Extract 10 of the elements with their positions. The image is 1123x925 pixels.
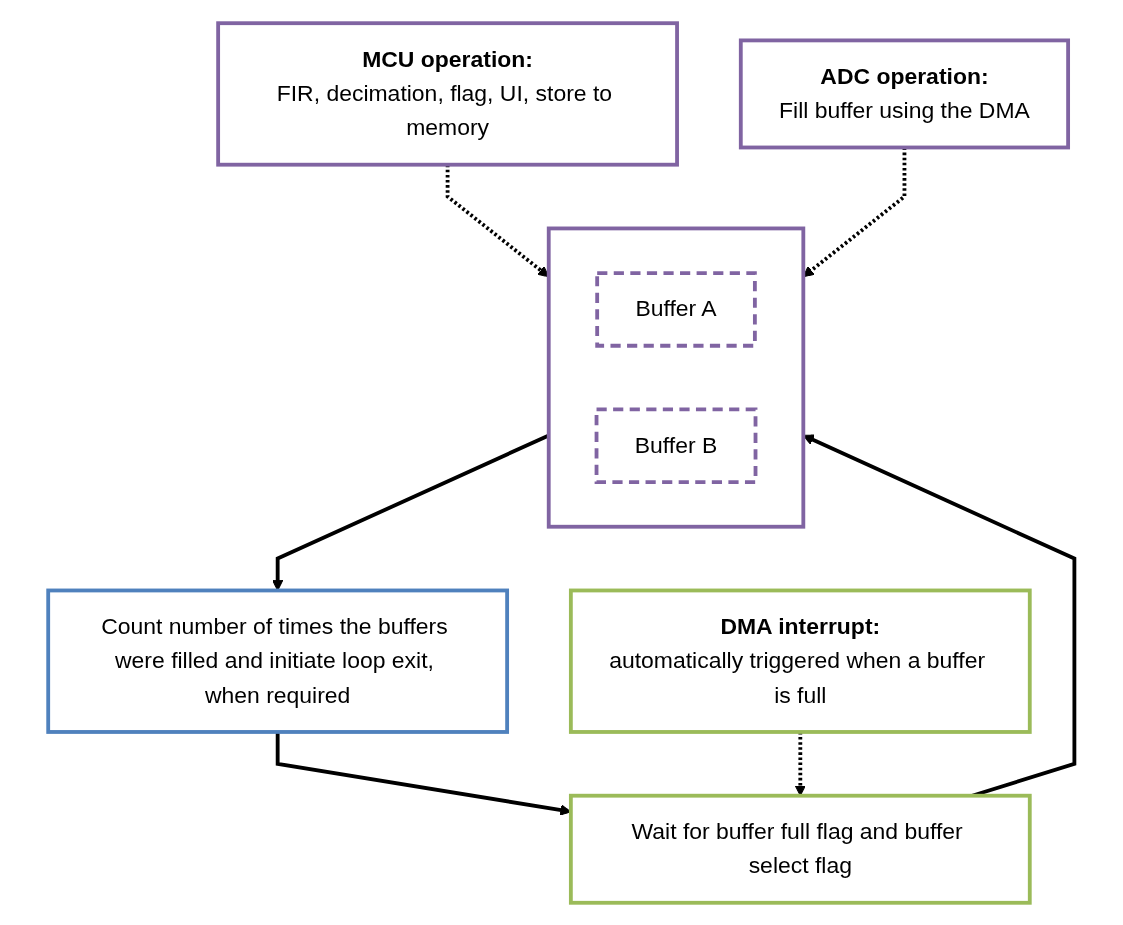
cluster [547, 226, 806, 529]
flowchart: MCU operation: FIR, decimation, flag, UI, store to memory ADC operation: Fill buffer using the DMA Buffer A Buffer B Count number of times the buffers were filled and initiate loop exit, when required DMA interrupt: automatically triggered when a buffer is full Wait for buffer full flag and buffer select flag [38, 12, 1085, 913]
node-box [216, 20, 680, 167]
node-box [46, 588, 510, 734]
node-box [569, 588, 1032, 734]
node-box [569, 793, 1032, 905]
node-box [594, 407, 758, 484]
arrow [794, 731, 807, 796]
node-box [739, 38, 1071, 149]
node-box [595, 270, 757, 348]
